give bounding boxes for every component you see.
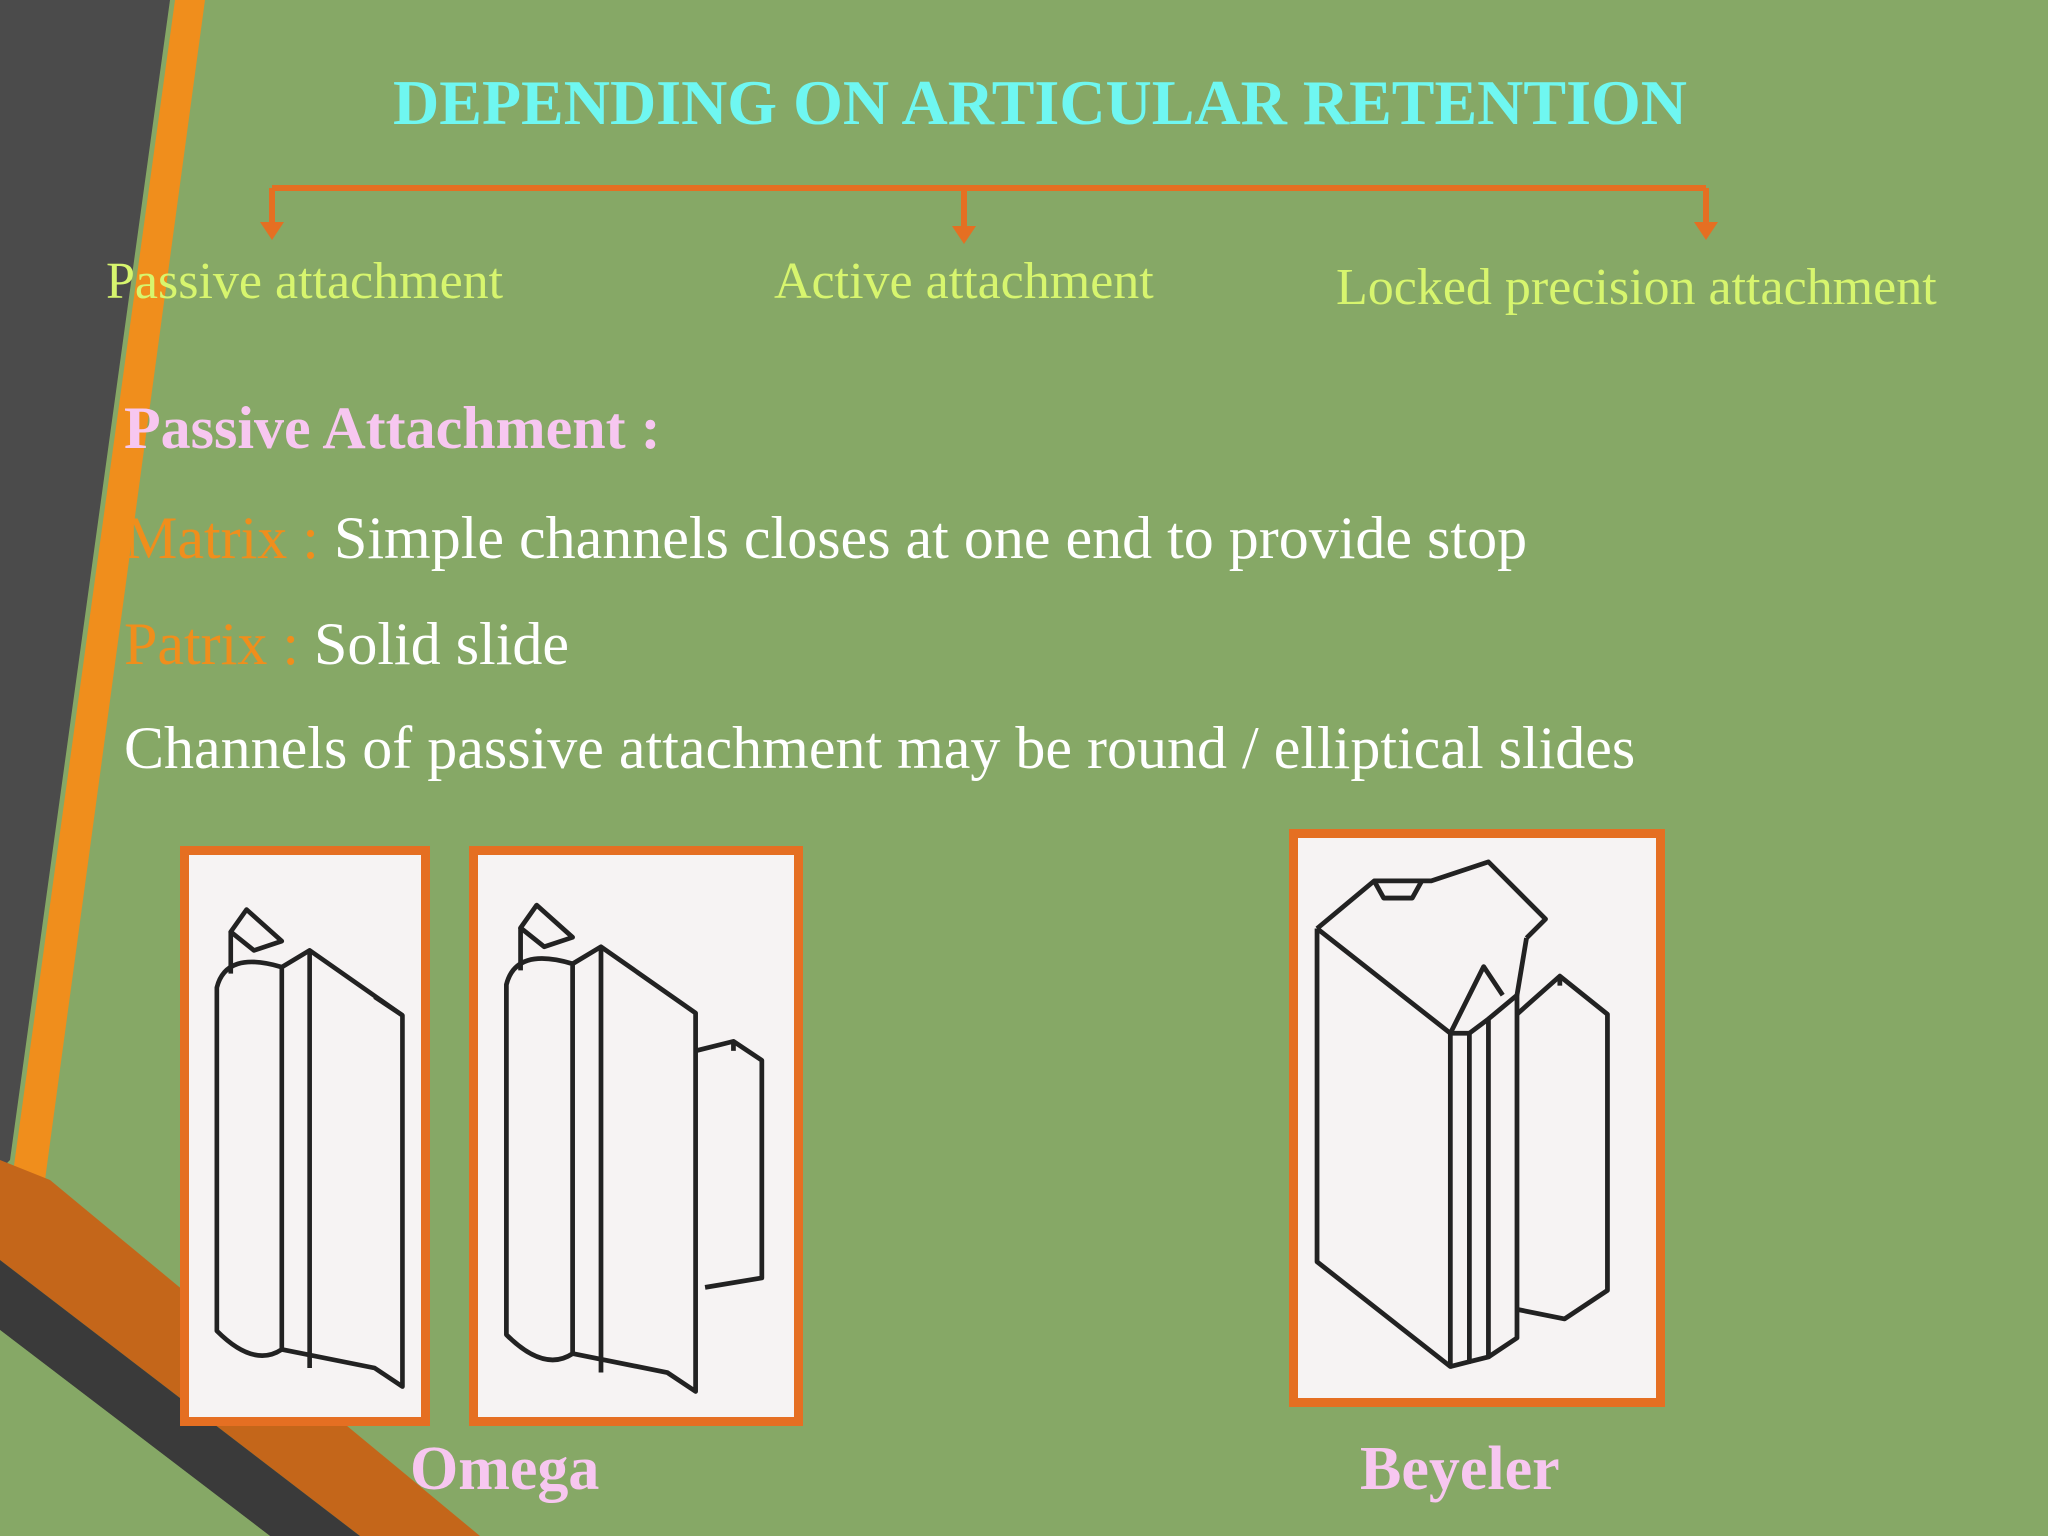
branch-active: Active attachment [774, 253, 1154, 310]
section-heading: Passive Attachment : [124, 395, 661, 461]
branch-arrows [260, 222, 1718, 244]
patrix-label: Patrix : [124, 611, 299, 677]
matrix-text: Simple channels closes at one end to pro… [318, 505, 1528, 571]
omega-matrix-image [180, 846, 430, 1426]
patrix-text: Solid slide [299, 611, 570, 677]
patrix-line: Patrix : Solid slide [124, 610, 569, 679]
slide-title: DEPENDING ON ARTICULAR RETENTION [393, 67, 1687, 138]
branch-connector [269, 185, 1709, 228]
beyeler-image [1289, 829, 1665, 1407]
matrix-line: Matrix : Simple channels closes at one e… [124, 504, 1527, 573]
channels-note: Channels of passive attachment may be ro… [124, 715, 1636, 781]
omega-patrix-image [469, 846, 803, 1426]
branch-locked: Locked precision attachment [1336, 259, 1937, 316]
branch-passive: Passive attachment [106, 253, 504, 310]
caption-beyeler: Beyeler [1360, 1435, 1560, 1503]
matrix-label: Matrix : [124, 505, 319, 571]
caption-omega: Omega [410, 1435, 600, 1503]
